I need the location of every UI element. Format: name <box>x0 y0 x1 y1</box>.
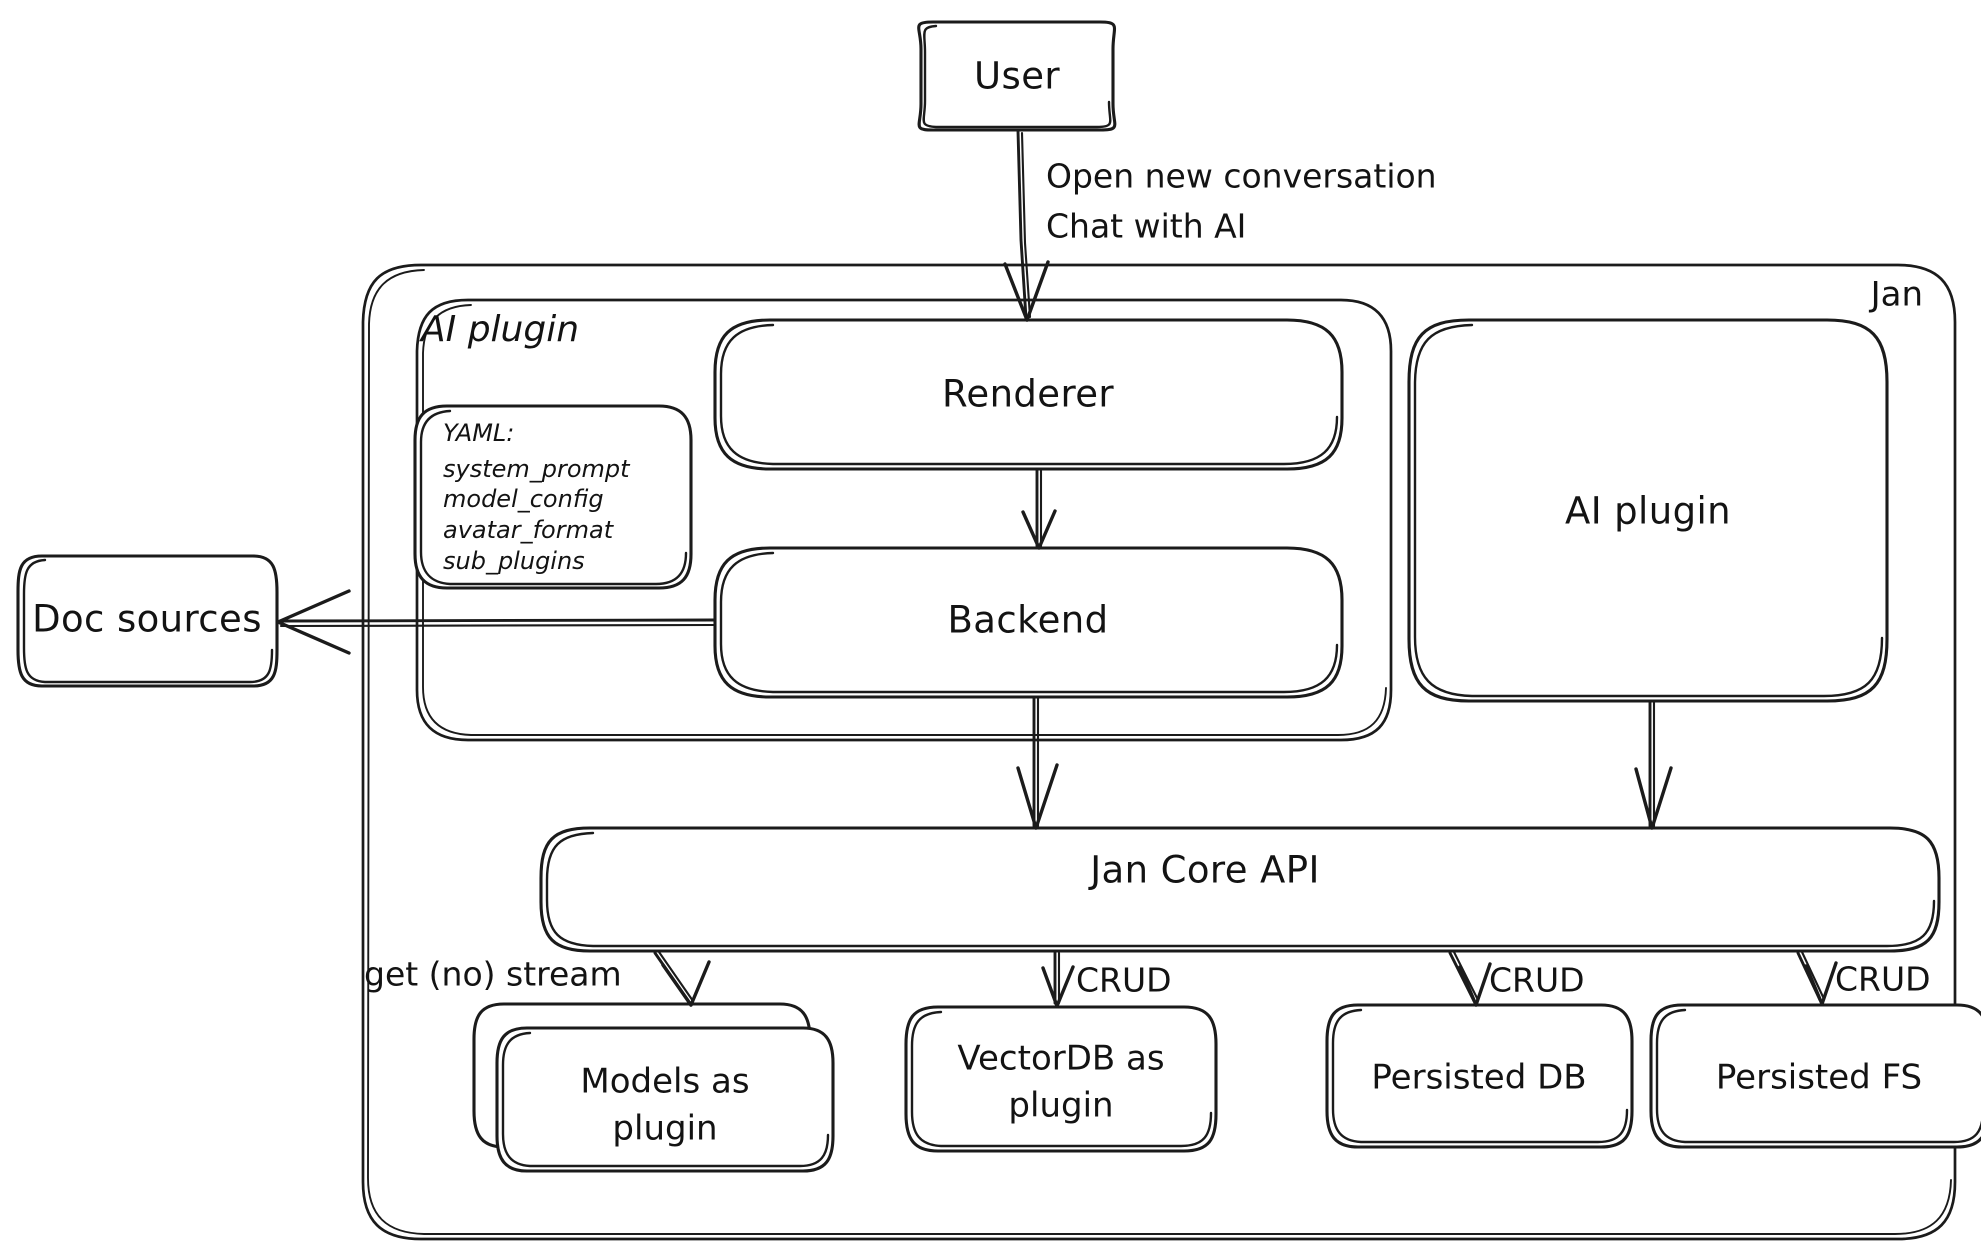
edge-jan-core-api-to-vectordb-label: CRUD <box>1076 961 1172 1000</box>
edge-jan-core-api-to-vectordb: CRUD <box>1041 951 1172 1008</box>
node-persisted-db[interactable]: Persisted DB <box>1325 1003 1634 1149</box>
node-ai-plugin-label: AI plugin <box>1565 490 1731 533</box>
container-jan: Jan <box>361 263 1957 1241</box>
edge-jan-core-api-to-persisted-db-label: CRUD <box>1489 961 1585 1000</box>
edge-jan-core-api-to-persisted-fs: CRUD <box>1796 950 1931 1006</box>
node-doc-sources[interactable]: Doc sources <box>16 554 279 688</box>
yaml-config-card: YAML: system_prompt model_config avatar_… <box>413 404 693 590</box>
node-persisted-db-label: Persisted DB <box>1371 1058 1586 1098</box>
node-renderer-label: Renderer <box>942 373 1114 416</box>
edge-user-to-renderer: Open new conversation Chat with AI <box>1003 129 1437 322</box>
node-backend-label: Backend <box>947 599 1108 642</box>
node-vectordb-as-plugin[interactable]: VectorDB as plugin <box>904 1005 1218 1153</box>
node-ai-plugin[interactable]: AI plugin <box>1407 318 1889 703</box>
node-jan-core-api[interactable]: Jan Core API <box>539 826 1941 953</box>
yaml-key-sub-plugins: sub_plugins <box>443 547 585 575</box>
edge-jan-core-api-to-models: get (no) stream <box>364 950 711 1007</box>
node-models-as-plugin-line1: Models as <box>580 1062 749 1102</box>
yaml-key-model-config: model_config <box>443 485 604 513</box>
node-user-label: User <box>974 55 1060 98</box>
edge-jan-core-api-to-models-label: get (no) stream <box>364 955 622 994</box>
edge-user-to-renderer-label-line1: Open new conversation <box>1046 157 1437 196</box>
edge-jan-core-api-to-persisted-db: CRUD <box>1448 950 1585 1007</box>
container-ai-plugin-group: AI plugin <box>415 298 1393 742</box>
container-ai-plugin-group-label: AI plugin <box>419 309 579 350</box>
edge-backend-to-doc-sources <box>276 589 716 655</box>
node-vectordb-as-plugin-line2: plugin <box>1008 1086 1113 1126</box>
edge-backend-to-jan-core-api <box>1016 696 1059 830</box>
yaml-key-system-prompt: system_prompt <box>443 455 631 483</box>
node-persisted-fs[interactable]: Persisted FS <box>1649 1003 1981 1149</box>
container-jan-label: Jan <box>1869 275 1923 315</box>
edge-renderer-to-backend <box>1021 468 1057 550</box>
edge-ai-plugin-to-jan-core-api <box>1634 700 1673 830</box>
yaml-key-avatar-format: avatar_format <box>443 516 615 544</box>
node-jan-core-api-label: Jan Core API <box>1088 849 1320 892</box>
edge-jan-core-api-to-persisted-fs-label: CRUD <box>1835 960 1931 999</box>
node-user[interactable]: User <box>917 20 1117 132</box>
node-vectordb-as-plugin-line1: VectorDB as <box>957 1039 1164 1079</box>
node-models-as-plugin[interactable]: Models as plugin <box>472 1002 835 1173</box>
node-models-as-plugin-line2: plugin <box>612 1109 717 1149</box>
node-persisted-fs-label: Persisted FS <box>1716 1058 1922 1098</box>
node-backend[interactable]: Backend <box>713 546 1344 699</box>
node-renderer[interactable]: Renderer <box>713 318 1344 471</box>
node-doc-sources-label: Doc sources <box>32 598 262 641</box>
edge-user-to-renderer-label-line2: Chat with AI <box>1046 207 1246 246</box>
yaml-heading: YAML: <box>443 419 514 447</box>
